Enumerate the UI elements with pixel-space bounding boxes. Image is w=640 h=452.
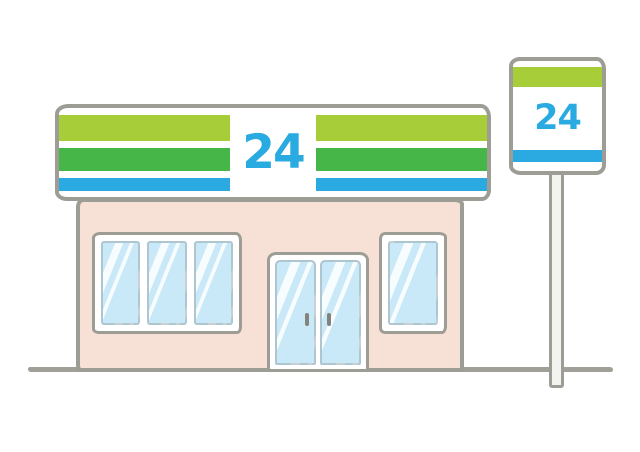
pole-sign-hours-label: 24 bbox=[534, 98, 582, 138]
store-fascia-sign: 24 bbox=[55, 104, 491, 201]
window-pane bbox=[101, 241, 141, 325]
entrance-door bbox=[267, 252, 369, 372]
store-sign-hours-label: 24 bbox=[242, 125, 305, 180]
window-pane bbox=[147, 241, 187, 325]
sign-pole bbox=[549, 170, 564, 388]
door-panel-left bbox=[275, 260, 316, 365]
pole-sign-hours-badge: 24 bbox=[513, 87, 602, 150]
pole-sign-stripe-cyan bbox=[513, 150, 602, 162]
left-window bbox=[92, 232, 242, 334]
pole-sign-stripe-light-green bbox=[513, 67, 602, 87]
window-pane bbox=[388, 241, 438, 325]
door-handle-icon bbox=[327, 312, 331, 326]
store-sign-hours-badge: 24 bbox=[230, 108, 316, 197]
right-window bbox=[379, 232, 447, 334]
pole-sign: 24 bbox=[509, 57, 606, 175]
door-handle-icon bbox=[305, 312, 309, 326]
door-panel-right bbox=[320, 260, 361, 365]
window-pane bbox=[193, 241, 233, 325]
